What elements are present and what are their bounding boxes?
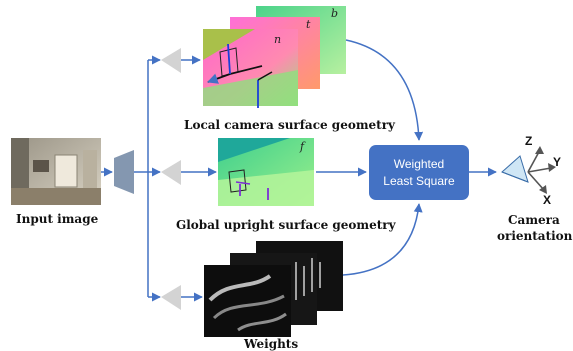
shared-encoder [114, 150, 134, 194]
input-image-thumbnail [11, 138, 101, 205]
caption-orientation: orientation [497, 229, 573, 243]
decoder-global [161, 160, 181, 185]
caption-weights: Weights [244, 337, 299, 351]
solver-line-2: Least Square [383, 173, 455, 188]
caption-global-geometry: Global upright surface geometry [176, 218, 396, 232]
glyph-t: t [306, 18, 311, 31]
camera-orientation-glyph [501, 146, 556, 194]
local-geometry-maps [203, 6, 346, 108]
global-geometry-map [218, 138, 314, 206]
caption-local-geometry: Local camera surface geometry [184, 118, 396, 132]
caption-input-image: Input image [16, 212, 99, 226]
decoder-local [161, 48, 181, 73]
axis-x-label: X [543, 193, 552, 207]
axis-z-label: Z [525, 134, 533, 148]
glyph-f: f [300, 140, 305, 153]
solver-line-1: Weighted [393, 156, 445, 171]
weighted-least-square-box: Weighted Least Square [369, 145, 469, 200]
glyph-b: b [331, 7, 339, 20]
caption-camera: Camera [508, 213, 560, 227]
glyph-n: n [274, 33, 282, 46]
axis-y-label: Y [553, 155, 562, 169]
decoder-weights [161, 285, 181, 310]
weights-maps [204, 241, 343, 337]
